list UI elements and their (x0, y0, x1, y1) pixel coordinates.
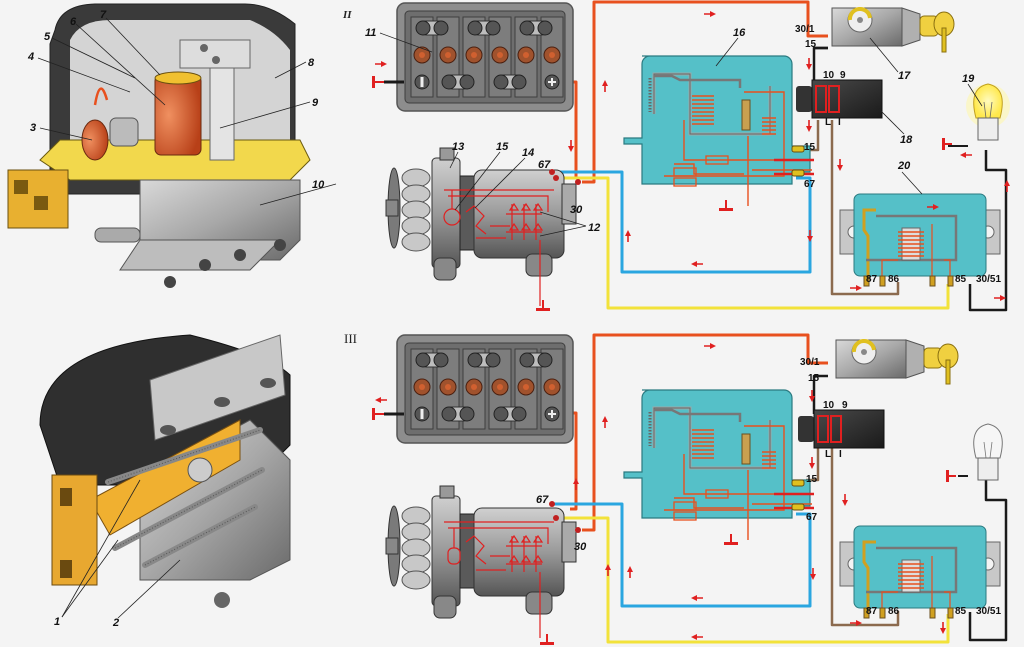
warning-lamp-off-III (973, 423, 1003, 481)
callout-12: 12 (588, 222, 600, 234)
gen-terminal-30-III (575, 527, 581, 533)
callout-1: 1 (54, 616, 60, 628)
voltage-regulator-II (622, 54, 816, 208)
regulator-ground-III (724, 534, 738, 545)
reg-terminal-67-III (791, 503, 805, 511)
callout-13: 13 (452, 141, 464, 153)
battery-ground-III (372, 397, 404, 420)
reg-terminal-15-III (791, 479, 805, 487)
relay-terminal-85-label-II: 85 (955, 274, 967, 285)
relay-II (838, 192, 1002, 288)
gen-callout-leaders-II (449, 151, 587, 237)
switch-terminal-15-label-III: 15 (808, 373, 820, 384)
callout-10: 10 (312, 179, 325, 191)
generator-circuit-III (444, 521, 554, 638)
relay-III (838, 524, 1002, 620)
callout-17: 17 (898, 70, 911, 82)
callout-8: 8 (308, 57, 315, 69)
gen-terminal-30-label-II: 30 (570, 204, 583, 216)
reg-terminal-15-label-II: 15 (804, 142, 816, 153)
gen-terminal-67-II (549, 169, 555, 175)
generator-ground-II (536, 300, 550, 311)
lamp-ground-III (946, 470, 968, 482)
ignition-switch-II (830, 6, 956, 54)
callout-15: 15 (496, 141, 509, 153)
reg-terminal-15-label-III: 15 (806, 474, 818, 485)
regulator-ground-II (719, 200, 733, 211)
callout-9: 9 (312, 97, 319, 109)
fuse-box-II (795, 79, 883, 119)
fuse-terminal-9-label-II: 9 (840, 70, 846, 81)
battery-III (396, 334, 574, 444)
fuse-box-III (797, 409, 885, 449)
callout-19: 19 (962, 73, 975, 85)
relay-terminal-87-label-II: 87 (866, 274, 878, 285)
callout-20: 20 (897, 160, 911, 172)
generator-ground-III (540, 634, 554, 645)
switch-terminal-30-1-label-II: 30/1 (795, 24, 815, 35)
relay-terminal-85-label-III: 85 (955, 606, 967, 617)
callout-16: 16 (733, 27, 746, 39)
gen-terminal-67-label-II: 67 (538, 159, 551, 171)
gen-terminal-D-III (553, 515, 559, 521)
wires-section-II (548, 0, 1008, 312)
fuse-terminal-I-label-III: I (839, 449, 842, 460)
fuse-terminal-10-label-II: 10 (823, 70, 835, 81)
generator-circuit-II (443, 189, 554, 306)
fuse-terminal-10-label-III: 10 (823, 400, 835, 411)
lamp-ground-II (942, 138, 952, 150)
relay-terminal-86-label-II: 86 (888, 274, 900, 285)
relay-terminal-30-51-label-III: 30/51 (976, 606, 1001, 617)
callout-18: 18 (900, 134, 913, 146)
relay-terminal-30-51-label-II: 30/51 (976, 274, 1001, 285)
section-label-III: III (344, 331, 357, 346)
callout-2: 2 (112, 617, 119, 629)
fuse-terminal-L-label-III: L (825, 449, 831, 460)
callout-7: 7 (100, 9, 107, 21)
relay-terminal-86-label-III: 86 (888, 606, 900, 617)
reg-terminal-15-II (791, 145, 805, 153)
voltage-regulator-III (622, 388, 816, 542)
warning-lamp-on-II (966, 83, 1010, 141)
gen-terminal-D-II (553, 175, 559, 181)
fuse-terminal-I-label-II: I (838, 117, 841, 128)
reg-terminal-67-label-II: 67 (804, 179, 816, 190)
wires-section-III (552, 333, 1008, 644)
switch-terminal-15-label-II: 15 (805, 39, 817, 50)
switch-terminal-30-1-label-III: 30/1 (800, 357, 820, 368)
gen-terminal-30-II (575, 179, 581, 185)
ignition-switch-III (834, 338, 960, 386)
callout-14: 14 (522, 147, 534, 159)
callout-leaders-top (37, 17, 337, 206)
callout-4: 4 (27, 51, 34, 63)
regulator-cutaway-illustration (7, 3, 311, 288)
gen-terminal-67-label-III: 67 (536, 494, 549, 506)
regulator-back-illustration (39, 334, 291, 608)
callout-6: 6 (70, 16, 77, 28)
callout-3: 3 (30, 122, 36, 134)
section-label-II: II (342, 9, 352, 21)
gen-terminal-30-label-III: 30 (574, 541, 587, 553)
callout-11: 11 (365, 27, 376, 39)
callout-5: 5 (44, 31, 51, 43)
gen-terminal-67-III (549, 501, 555, 507)
fuse-terminal-9-label-III: 9 (842, 400, 848, 411)
relay-terminal-87-label-III: 87 (866, 606, 878, 617)
battery-ground-II (372, 61, 404, 88)
reg-terminal-67-label-III: 67 (806, 512, 818, 523)
battery-II (396, 2, 574, 112)
callout-leaders-bottom (61, 479, 181, 619)
fuse-terminal-L-label-II: L (825, 117, 831, 128)
reg-terminal-67-II (791, 169, 805, 177)
